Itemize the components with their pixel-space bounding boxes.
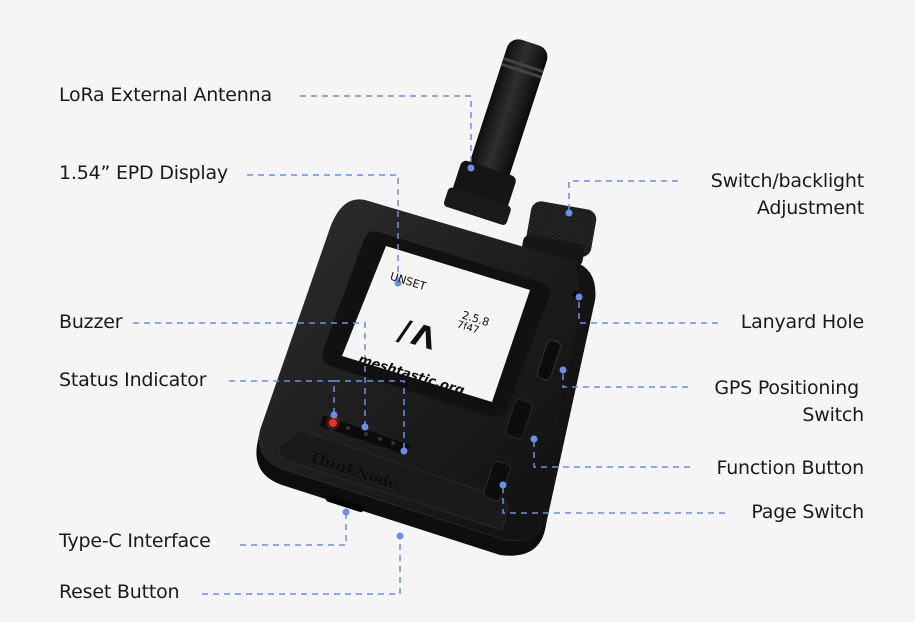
meshtastic-logo-icon: /Λ [393, 313, 443, 359]
label-function-button: Function Button [717, 455, 865, 482]
label-switch-backlight: Switch/backlight Adjustment [711, 168, 864, 222]
antenna [443, 39, 548, 225]
screen-status: UNSET [388, 269, 428, 294]
label-gps-switch-line2: Switch [802, 404, 864, 426]
label-gps-switch: GPS Positioning Switch [714, 375, 864, 429]
label-page-switch-line1: Page Switch [751, 501, 864, 523]
label-reset-button: Reset Button [59, 581, 180, 603]
label-switch-backlight-line2: Adjustment [756, 197, 864, 219]
label-gps-switch-line1: GPS Positioning [714, 377, 859, 399]
label-status-indicator: Status Indicator [59, 369, 207, 391]
label-buzzer: Buzzer [59, 311, 123, 333]
label-epd-display: 1.54” EPD Display [59, 162, 228, 184]
device-body [256, 199, 596, 556]
label-type-c: Type-C Interface [59, 530, 211, 552]
leader-lines [133, 95, 725, 595]
label-lora-antenna: LoRa External Antenna [59, 84, 272, 106]
leader-dots [330, 164, 583, 540]
label-switch-backlight-line1: Switch/backlight [710, 170, 864, 192]
label-page-switch: Page Switch [751, 499, 864, 526]
label-lanyard-hole: Lanyard Hole [741, 309, 864, 336]
label-lanyard-hole-line1: Lanyard Hole [740, 311, 864, 333]
label-function-button-line1: Function Button [716, 457, 865, 479]
